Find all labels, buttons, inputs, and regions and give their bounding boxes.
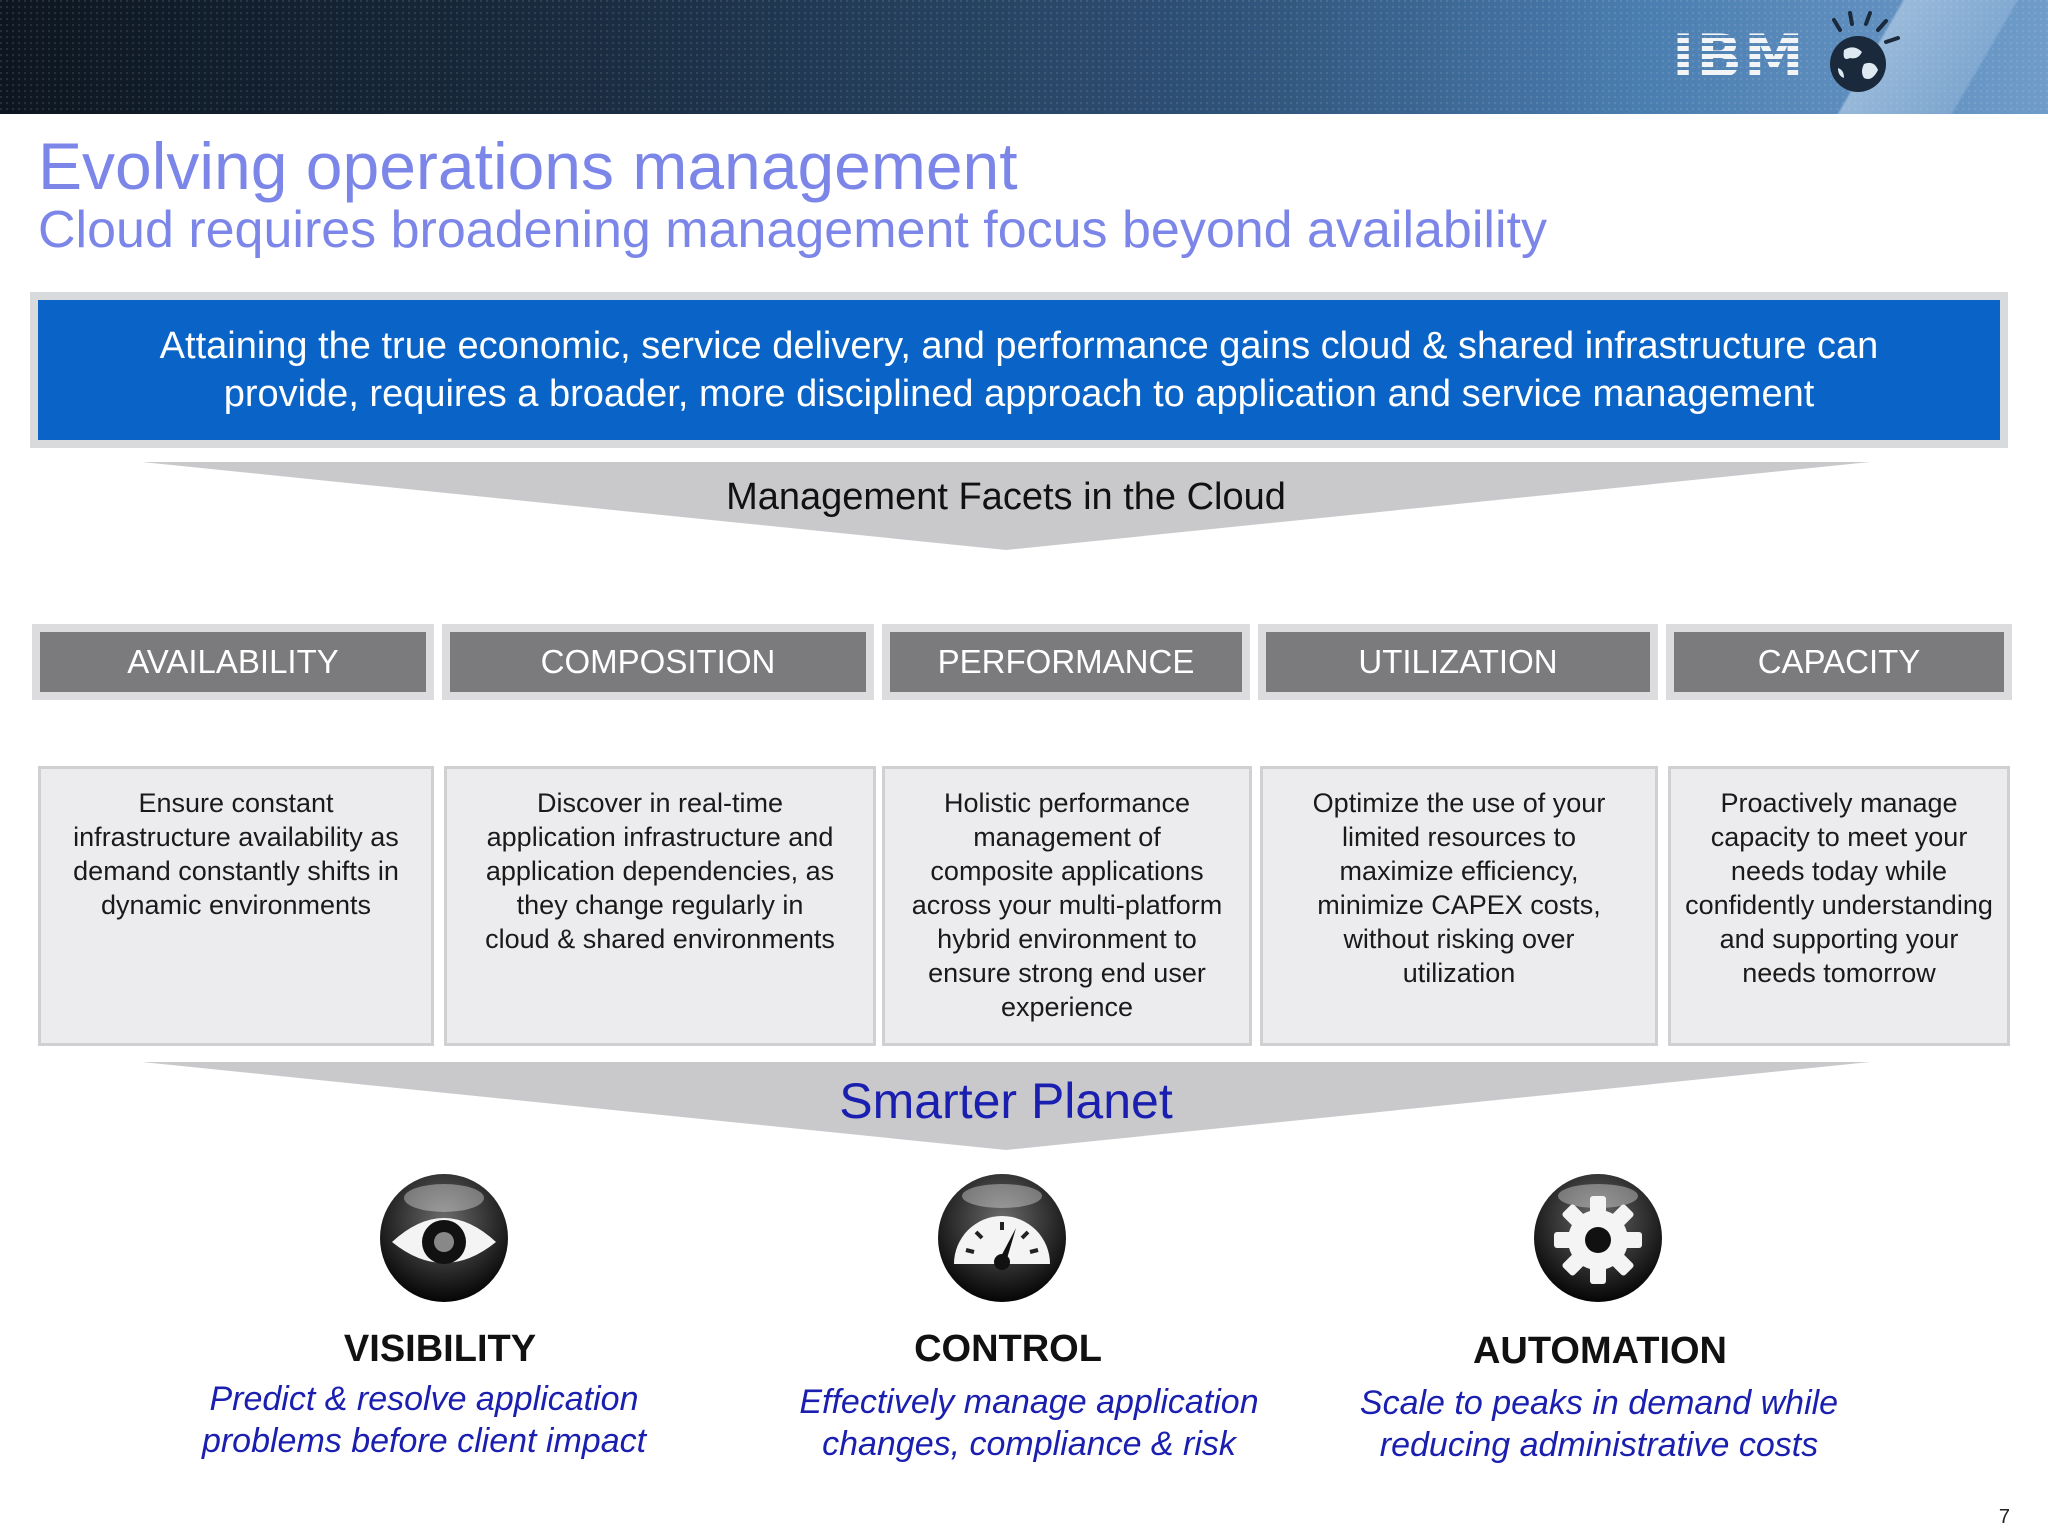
facet-text-line: confidently understanding — [1685, 890, 1993, 920]
banner-frame: Attaining the true economic, service del… — [30, 292, 2008, 448]
banner-line-1: Attaining the true economic, service del… — [159, 325, 1879, 367]
pillar-desc-line: Scale to peaks in demand while — [1359, 1384, 1839, 1422]
facet-header-performance: PERFORMANCE — [882, 624, 1250, 700]
pillar-desc-line: reducing administrative costs — [1379, 1426, 1819, 1464]
facet-description-capacity: Proactively manage capacity to meet your… — [1668, 766, 2010, 1046]
facet-label: UTILIZATION — [1266, 632, 1650, 692]
facet-description-composition: Discover in real-time application infras… — [444, 766, 876, 1046]
facet-text-line: maximize efficiency, — [1339, 856, 1579, 886]
eye-icon — [380, 1174, 508, 1302]
banner: Attaining the true economic, service del… — [38, 300, 2000, 440]
facets-chevron: Management Facets in the Cloud — [142, 462, 1870, 550]
banner-line-2: provide, requires a broader, more discip… — [223, 373, 1815, 415]
facet-header-availability: AVAILABILITY — [32, 624, 434, 700]
ibm-logo: IBM — [1672, 22, 1806, 92]
smarter-planet-chevron: Smarter Planet — [142, 1062, 1870, 1150]
facet-text-line: Holistic performance — [943, 788, 1191, 818]
facet-text-line: hybrid environment to — [937, 924, 1197, 954]
pillar-description-automation: Scale to peaks in demand while reducing … — [1334, 1382, 1864, 1466]
facet-text-line: Discover in real-time — [536, 788, 784, 818]
facet-text-line: composite applications — [930, 856, 1204, 886]
facet-text-line: needs tomorrow — [1742, 958, 1936, 988]
facet-text-line: ensure strong end user — [928, 958, 1206, 988]
header-bar: IBM — [0, 0, 2048, 114]
pillar-title-automation: AUTOMATION — [1472, 1330, 1727, 1372]
facet-text-line: dynamic environments — [100, 890, 372, 920]
page-title: Evolving operations management — [38, 129, 1018, 203]
facet-text-line: management of — [973, 822, 1161, 852]
pillar-desc-line: problems before client impact — [201, 1422, 647, 1460]
facet-description-performance: Holistic performance management of compo… — [882, 766, 1252, 1046]
smarter-planet-heading: Smarter Planet — [839, 1073, 1173, 1129]
facet-text-line: limited resources to — [1341, 822, 1577, 852]
facet-text-line: Optimize the use of your — [1312, 788, 1606, 818]
facet-text-line: utilization — [1402, 958, 1516, 988]
facet-label: CAPACITY — [1674, 632, 2004, 692]
page-subtitle: Cloud requires broadening management foc… — [38, 201, 1547, 259]
pillar-desc-line: Predict & resolve application — [209, 1380, 639, 1418]
pillar-desc-line: Effectively manage application — [799, 1383, 1259, 1421]
facet-label: COMPOSITION — [450, 632, 866, 692]
gauge-icon — [938, 1174, 1066, 1302]
facet-text-line: needs today while — [1730, 856, 1948, 886]
facet-text-line: they change regularly in — [516, 890, 804, 920]
gear-icon — [1534, 1174, 1662, 1302]
pillar-title-control: CONTROL — [914, 1328, 1102, 1370]
facet-text-line: capacity to meet your — [1710, 822, 1968, 852]
facets-heading: Management Facets in the Cloud — [726, 476, 1286, 518]
pillar-description-visibility: Predict & resolve application problems b… — [164, 1378, 684, 1462]
pillar-title-visibility: VISIBILITY — [343, 1328, 537, 1370]
facet-header-utilization: UTILIZATION — [1258, 624, 1658, 700]
facet-description-availability: Ensure constant infrastructure availabil… — [38, 766, 434, 1046]
facet-text-line: Ensure constant — [138, 788, 334, 818]
facet-label: AVAILABILITY — [40, 632, 426, 692]
facet-label: PERFORMANCE — [890, 632, 1242, 692]
facet-text-line: without risking over — [1343, 924, 1575, 954]
facet-text-line: minimize CAPEX costs, — [1317, 890, 1601, 920]
facet-text-line: Proactively manage — [1720, 788, 1958, 818]
facet-text-line: cloud & shared environments — [485, 924, 835, 954]
facet-text-line: across your multi-platform — [911, 890, 1223, 920]
pillar-desc-line: changes, compliance & risk — [822, 1425, 1236, 1463]
page-number: 7 — [1998, 1506, 2010, 1528]
facet-text-line: demand constantly shifts in — [73, 856, 399, 886]
facet-description-utilization: Optimize the use of your limited resourc… — [1260, 766, 1658, 1046]
facet-text-line: application dependencies, as — [485, 856, 835, 886]
facet-text-line: experience — [1000, 992, 1134, 1022]
facet-header-capacity: CAPACITY — [1666, 624, 2012, 700]
facet-text-line: and supporting your — [1719, 924, 1959, 954]
facet-header-composition: COMPOSITION — [442, 624, 874, 700]
pillar-description-control: Effectively manage application changes, … — [764, 1381, 1294, 1465]
globe-icon — [1830, 11, 1900, 92]
facet-text-line: infrastructure availability as — [73, 822, 399, 852]
facet-text-line: application infrastructure and — [486, 822, 834, 852]
